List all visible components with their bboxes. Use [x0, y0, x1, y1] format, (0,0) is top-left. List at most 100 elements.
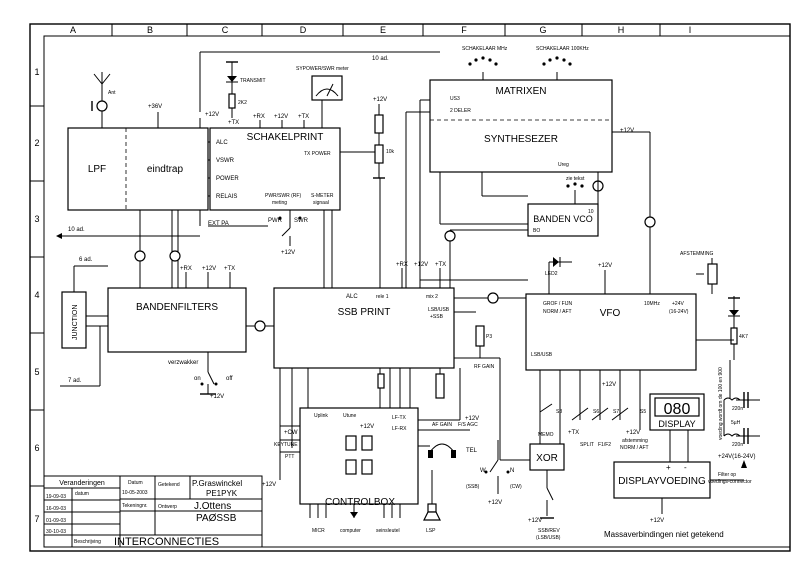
col-g: G	[539, 25, 546, 35]
design-by-name: J.Ottens	[194, 501, 231, 512]
s6-label: S6	[593, 409, 599, 415]
plus12-pot: +12V	[373, 97, 387, 103]
matrixen-synthesezer-block	[429, 79, 613, 173]
plus12-vfo: +12V	[598, 263, 612, 269]
plus12-synth: +12V	[620, 128, 634, 134]
plus-sign: +	[666, 463, 671, 472]
date-2: 16-09-03	[46, 506, 66, 512]
speaker-icon	[423, 470, 441, 521]
display-title: DISPLAY	[658, 419, 695, 429]
schakelaar-khz-label: SCHAKELAAR 100KHz	[536, 46, 589, 52]
schakelprint-block	[209, 127, 341, 211]
col-b: B	[147, 25, 153, 35]
plus12-pwr: +12V	[281, 250, 295, 256]
power-meter-icon	[311, 75, 343, 128]
r10k-pot-icon	[340, 104, 385, 179]
plus12-ssb: +12V	[414, 262, 428, 268]
lsb-usb-vfo: LSB/USB	[531, 352, 553, 358]
col-d: D	[300, 25, 307, 35]
off-label: off	[226, 376, 233, 382]
plus12-band: +12V	[202, 266, 216, 272]
filter-label: Filter op	[718, 472, 736, 478]
norm-aft2-label: NORM / AFT	[620, 445, 649, 451]
power-label: POWER	[216, 176, 239, 182]
af-gain-pot-icon	[435, 368, 445, 399]
c220n-bottom: 220n	[732, 442, 743, 448]
plus12-eindtrap: +12V	[205, 112, 219, 118]
ssb-rev-label: SSB/REV	[538, 528, 560, 534]
plus12-schakel: +12V	[274, 114, 288, 120]
plus12-afst: +12V	[626, 430, 640, 436]
lpf-eindtrap-block	[67, 127, 209, 211]
rf-gain-label: RF GAIN	[474, 364, 495, 370]
matrixen-title: MATRIXEN	[496, 86, 547, 97]
plustx-band: +TX	[224, 266, 235, 272]
relais-label: RELAIS	[216, 194, 237, 200]
seinsleutel-label: seinsleutel	[376, 528, 400, 534]
veranderingen-label: Veranderingen	[59, 480, 105, 487]
lsp-label: LSP	[426, 528, 436, 534]
two-deler-label: 2 DELER	[450, 108, 471, 114]
split-label: SPLIT	[580, 442, 594, 448]
date-4: 30-10-03	[46, 529, 66, 535]
ssb-print-title: SSB PRINT	[338, 307, 391, 318]
bandenfilters-block	[107, 287, 247, 353]
supply-label: +24V(16-24V)	[718, 454, 756, 460]
col-h: H	[618, 25, 625, 35]
beschrijving-label: Beschrijving	[74, 539, 101, 545]
synthesezer-title: SYNTHESEZER	[484, 134, 558, 145]
meting-label: meting	[272, 200, 287, 206]
plus24v-label: +24V	[672, 301, 684, 307]
schakelaar-khz-icon	[542, 56, 572, 80]
ext-pa-label: EXT PA	[208, 221, 229, 227]
plustx-memo: +TX	[568, 430, 579, 436]
plus12-agc: +12V	[465, 416, 479, 422]
row-2: 2	[34, 138, 39, 148]
ssb-rev-switch-icon	[540, 470, 554, 519]
afstemming-pot-icon	[696, 258, 718, 294]
ten-label: 10	[588, 209, 594, 215]
col-i: I	[689, 25, 692, 35]
plustx-schakel: +TX	[298, 114, 309, 120]
vert-note-label: voeding wordt om de 100 en 900	[718, 367, 724, 440]
coax-connector-icon	[487, 292, 499, 304]
led-4k7-icon	[728, 296, 740, 360]
on-label: on	[194, 376, 201, 382]
afstemming-label: AFSTEMMING	[680, 251, 713, 257]
col-e: E	[380, 25, 386, 35]
ten-mhz-label: 10MHz	[644, 301, 660, 307]
micr-label: MICR	[312, 528, 325, 534]
computer-label: computer	[340, 528, 361, 534]
row-3: 3	[34, 214, 39, 224]
power-meter-label: SYPOWER/SWR meter	[296, 66, 349, 72]
s7-label: S7	[613, 409, 619, 415]
plus12-verzw: +12V	[210, 394, 224, 400]
utune-label: Utune	[343, 413, 357, 419]
antenna-icon	[93, 72, 111, 96]
ureg-label: Ureg	[558, 162, 569, 168]
display-digits: 080	[664, 401, 691, 418]
plusrx-schakel: +RX	[253, 114, 265, 120]
lsb-usb-rev: (LSB/USB)	[536, 535, 561, 541]
w-label: W	[480, 468, 486, 474]
transmit-label: TRANSMIT	[240, 78, 266, 84]
junction-title: JUNCTION	[72, 305, 79, 340]
s8-label: S8	[556, 409, 562, 415]
ten-ad-left: 10 ad.	[68, 227, 85, 233]
plus12-ctrl: +12V	[360, 424, 374, 430]
tx-power-label: TX POWER	[304, 151, 331, 157]
row-4: 4	[34, 290, 39, 300]
cw-label: +CW	[284, 430, 298, 436]
coax-connector-icon	[134, 250, 146, 262]
afstemming2-label: afstemming	[622, 438, 648, 444]
eindtrap-title: eindtrap	[147, 164, 184, 175]
ssb-print-block	[273, 287, 455, 369]
minus-sign: -	[684, 463, 687, 472]
displayvoeding-title: DISPLAYVOEDING	[618, 476, 706, 487]
controlbox-title: CONTROLBOX	[325, 497, 395, 508]
col-a: A	[70, 25, 76, 35]
filter-capacitor-icon	[723, 360, 760, 444]
bo-label: BO	[533, 228, 540, 234]
coax-connector-icon	[444, 230, 456, 242]
